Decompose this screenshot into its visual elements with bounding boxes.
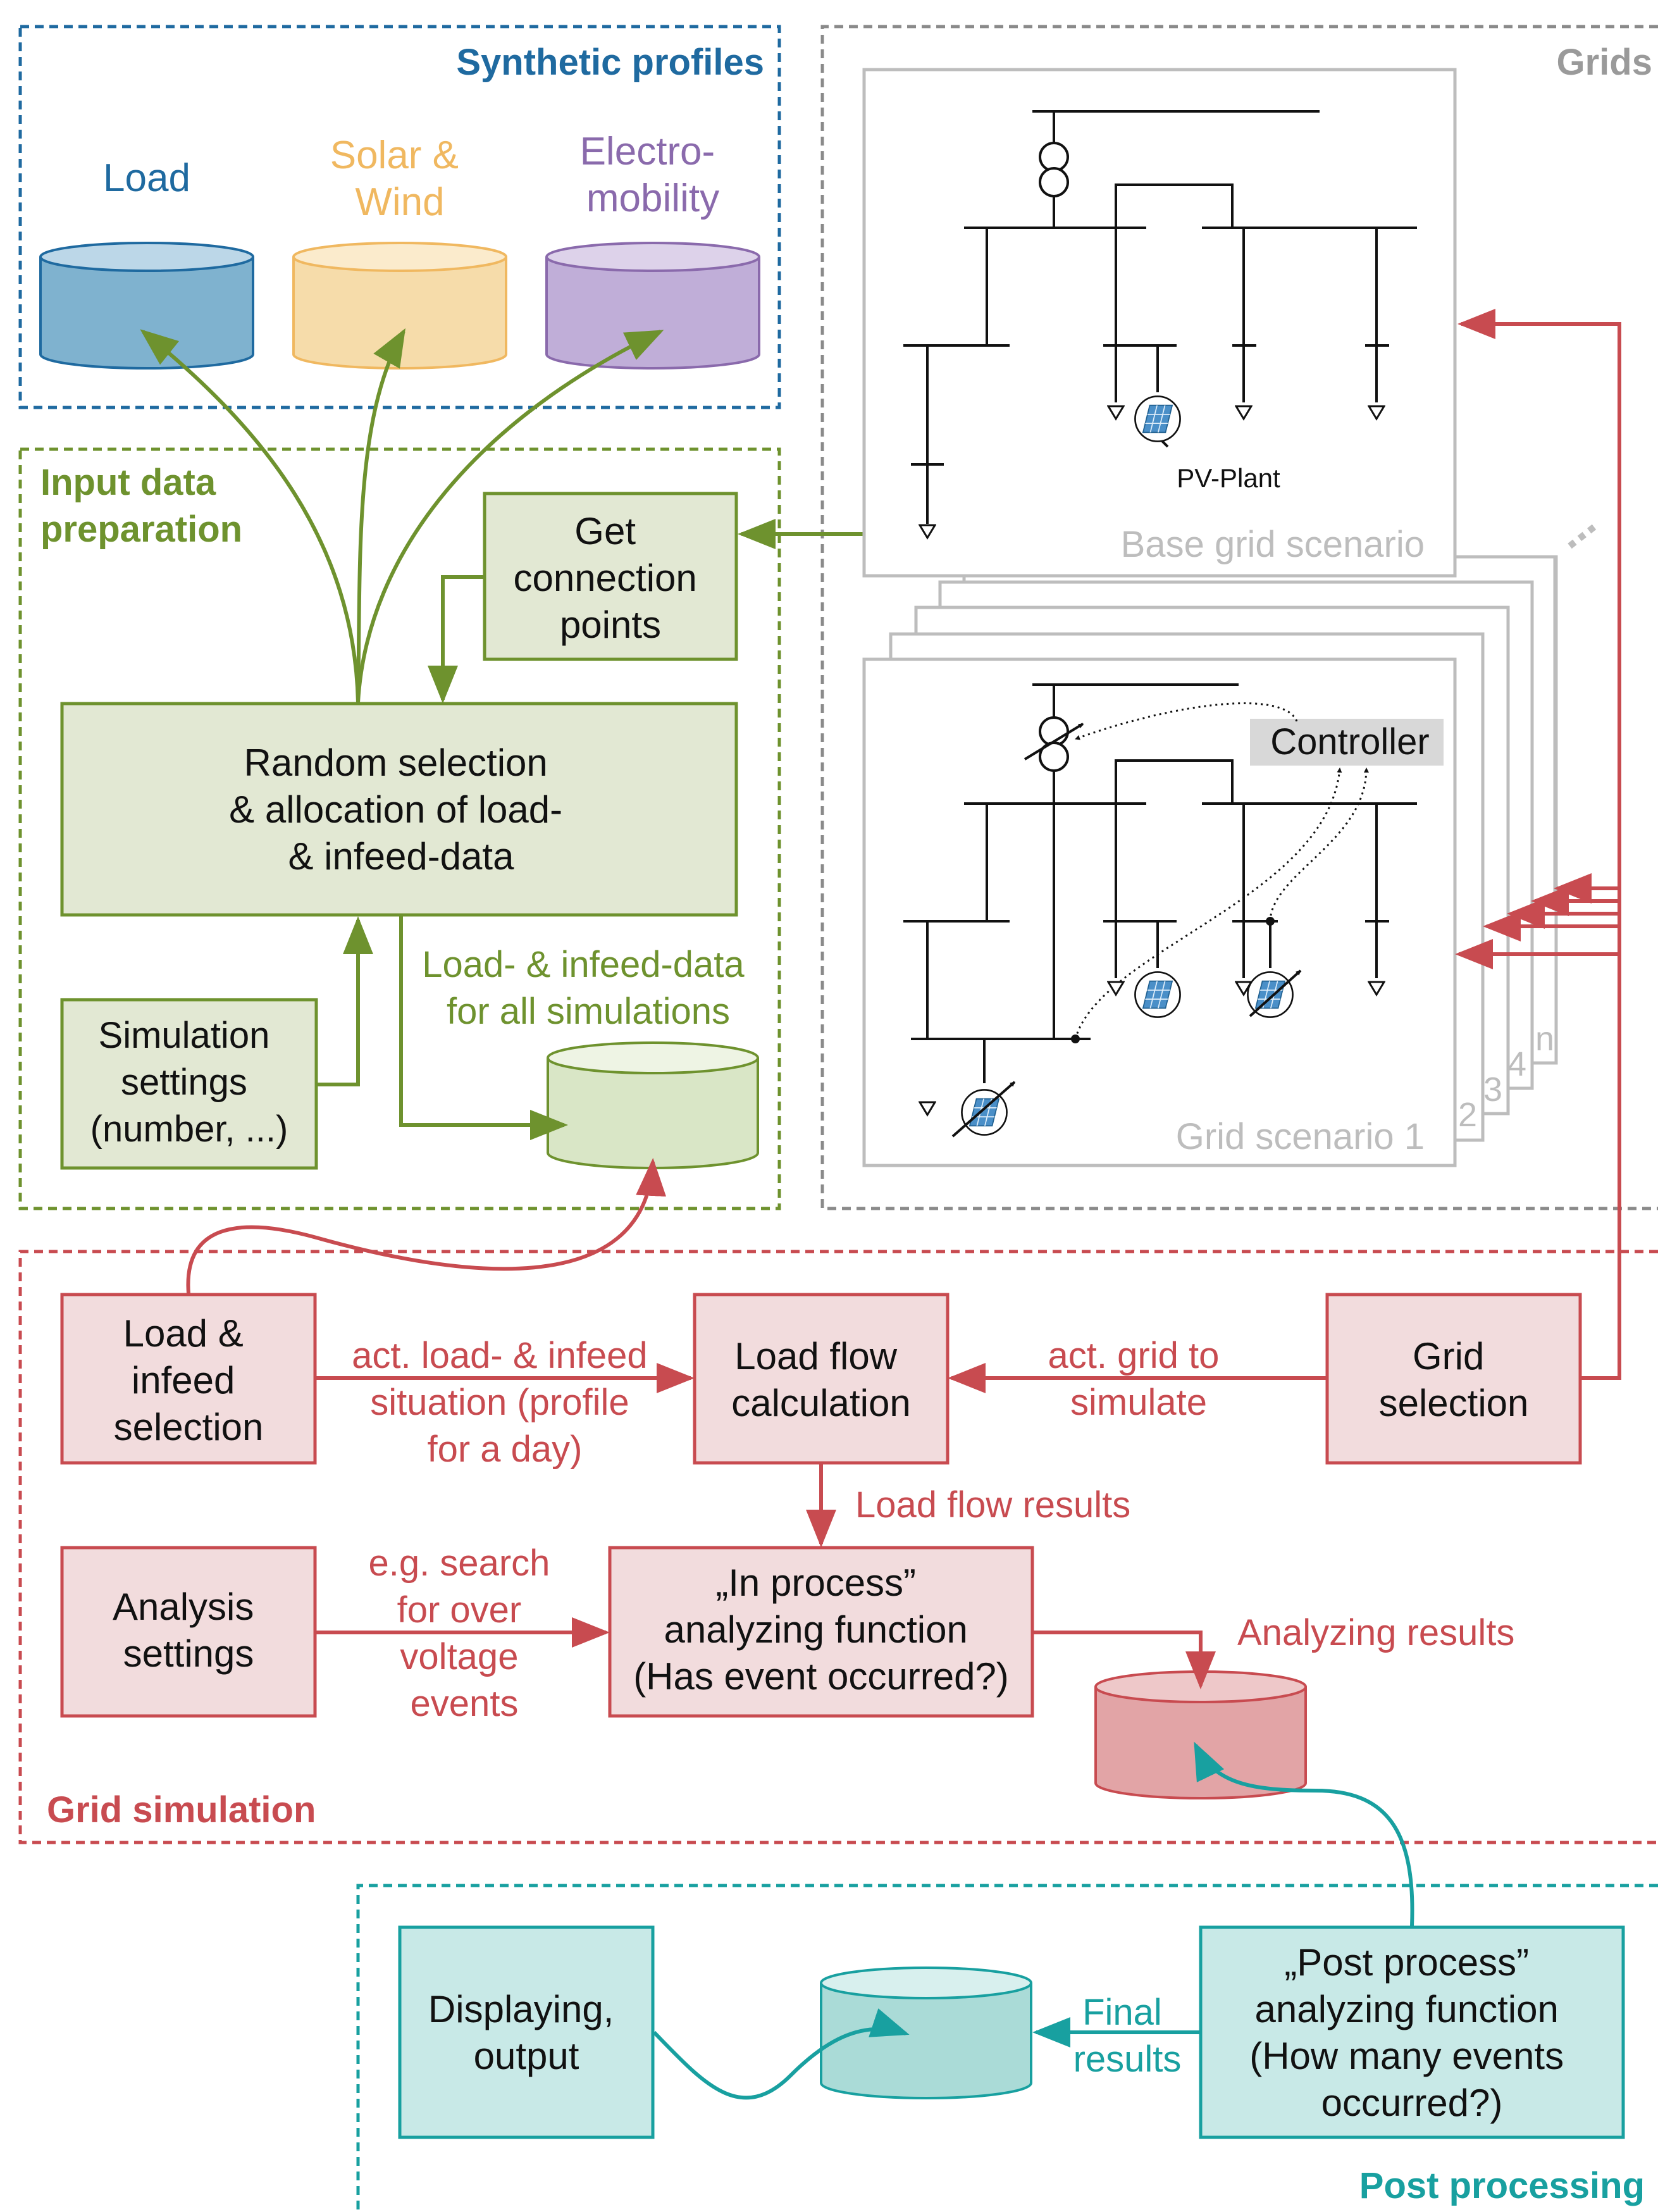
stack-number-n: n [1535, 1020, 1554, 1058]
get-connection-points-box [483, 492, 738, 661]
solar-wind-profile-database [292, 242, 507, 370]
act-grid-label: act. grid to simulate [1048, 1335, 1230, 1423]
pv-icon-s1-a [1134, 971, 1181, 1018]
load-flow-calculation-box [693, 1293, 950, 1465]
post-processing-frame [356, 1884, 1658, 2212]
grids-title: Grids [1557, 42, 1653, 83]
input-prep-arrows [140, 328, 864, 1140]
grid-simulation-title: Grid simulation [47, 1789, 316, 1830]
analyzing-results-label: Analyzing results [1237, 1612, 1514, 1653]
analysis-settings-box [60, 1546, 317, 1718]
load-flow-calculation-label: Load flow calculation [731, 1335, 911, 1424]
pv-icon-s1-c [961, 1089, 1008, 1136]
grid-scenario-1-label: Grid scenario 1 [1176, 1116, 1425, 1157]
analyzing-results-database [1094, 1670, 1307, 1799]
load-profile-database [39, 242, 254, 370]
final-results-label: Final results [1073, 1992, 1182, 2080]
pv-plant-icon [1134, 395, 1181, 442]
load-infeed-selection-label: Load & infeed selection [114, 1312, 264, 1448]
grid-selection-label: Grid selection [1379, 1335, 1529, 1424]
input-data-preparation-frame [18, 447, 781, 1210]
random-selection-label: Random selection & allocation of load- &… [229, 742, 573, 878]
load-infeed-selection-box [60, 1293, 317, 1465]
load-flow-results-label: Load flow results [855, 1484, 1130, 1525]
solar-wind-profile-label: Solar & Wind [330, 134, 470, 224]
pv-s1-b-arrow [1249, 969, 1302, 1017]
search-events-label: e.g. search for over voltage events [368, 1543, 560, 1724]
stack-number-3: 3 [1483, 1071, 1502, 1109]
stack-number-2: 2 [1458, 1096, 1477, 1134]
controller-box [1250, 719, 1444, 766]
more-scenarios-ellipsis: ... [1545, 496, 1604, 557]
post-process-box [1199, 1925, 1625, 2139]
get-connection-points-label: Get connection points [514, 510, 708, 646]
pv-icon-s1-b [1247, 971, 1294, 1018]
stack-number-4: 4 [1507, 1045, 1526, 1083]
displaying-output-label: Displaying, output [428, 1988, 624, 2077]
grid-simulation-frame [18, 1250, 1658, 1844]
load-infeed-database [547, 1041, 759, 1169]
post-process-label: „Post process” analyzing function (How m… [1249, 1941, 1574, 2124]
grid-selection-box [1325, 1293, 1582, 1465]
grids-frame [820, 25, 1658, 1210]
grid-simulation-arrows [186, 309, 1621, 1689]
base-grid-scenario-frame [862, 68, 1457, 578]
simulation-settings-label: Simulation settings (number, ...) [90, 1015, 288, 1150]
pv-s1-c-arrow [951, 1081, 1016, 1138]
controller-signal-lines [1074, 702, 1369, 1040]
post-processing-arrows [652, 1741, 1414, 2100]
load-infeed-data-label: Load- & infeed-data for all simulations [422, 944, 755, 1032]
load-profile-label: Load [103, 156, 190, 200]
synthetic-profiles-title: Synthetic profiles [456, 42, 764, 83]
synthetic-profiles-frame [18, 25, 781, 409]
base-grid-scenario-label: Base grid scenario [1121, 524, 1425, 565]
emobility-profile-label: Electro- mobility [580, 130, 726, 220]
in-process-label: „In process” analyzing function (Has eve… [633, 1562, 1009, 1698]
post-processing-title: Post processing [1359, 2165, 1645, 2206]
input-data-preparation-title: Input data preparation [40, 462, 242, 550]
in-process-box [608, 1546, 1034, 1718]
scenario-1-network [903, 683, 1417, 1083]
controller-label: Controller [1270, 721, 1429, 762]
displaying-output-box [398, 1925, 655, 2139]
act-load-infeed-label: act. load- & infeed situation (profile f… [352, 1335, 658, 1470]
final-results-database [820, 1967, 1032, 2099]
analysis-settings-label: Analysis settings [113, 1586, 264, 1675]
pv-plant-label: PV-Plant [1177, 463, 1280, 493]
emobility-profile-database [545, 242, 760, 370]
random-selection-box [60, 702, 738, 917]
base-grid-network [903, 110, 1417, 524]
